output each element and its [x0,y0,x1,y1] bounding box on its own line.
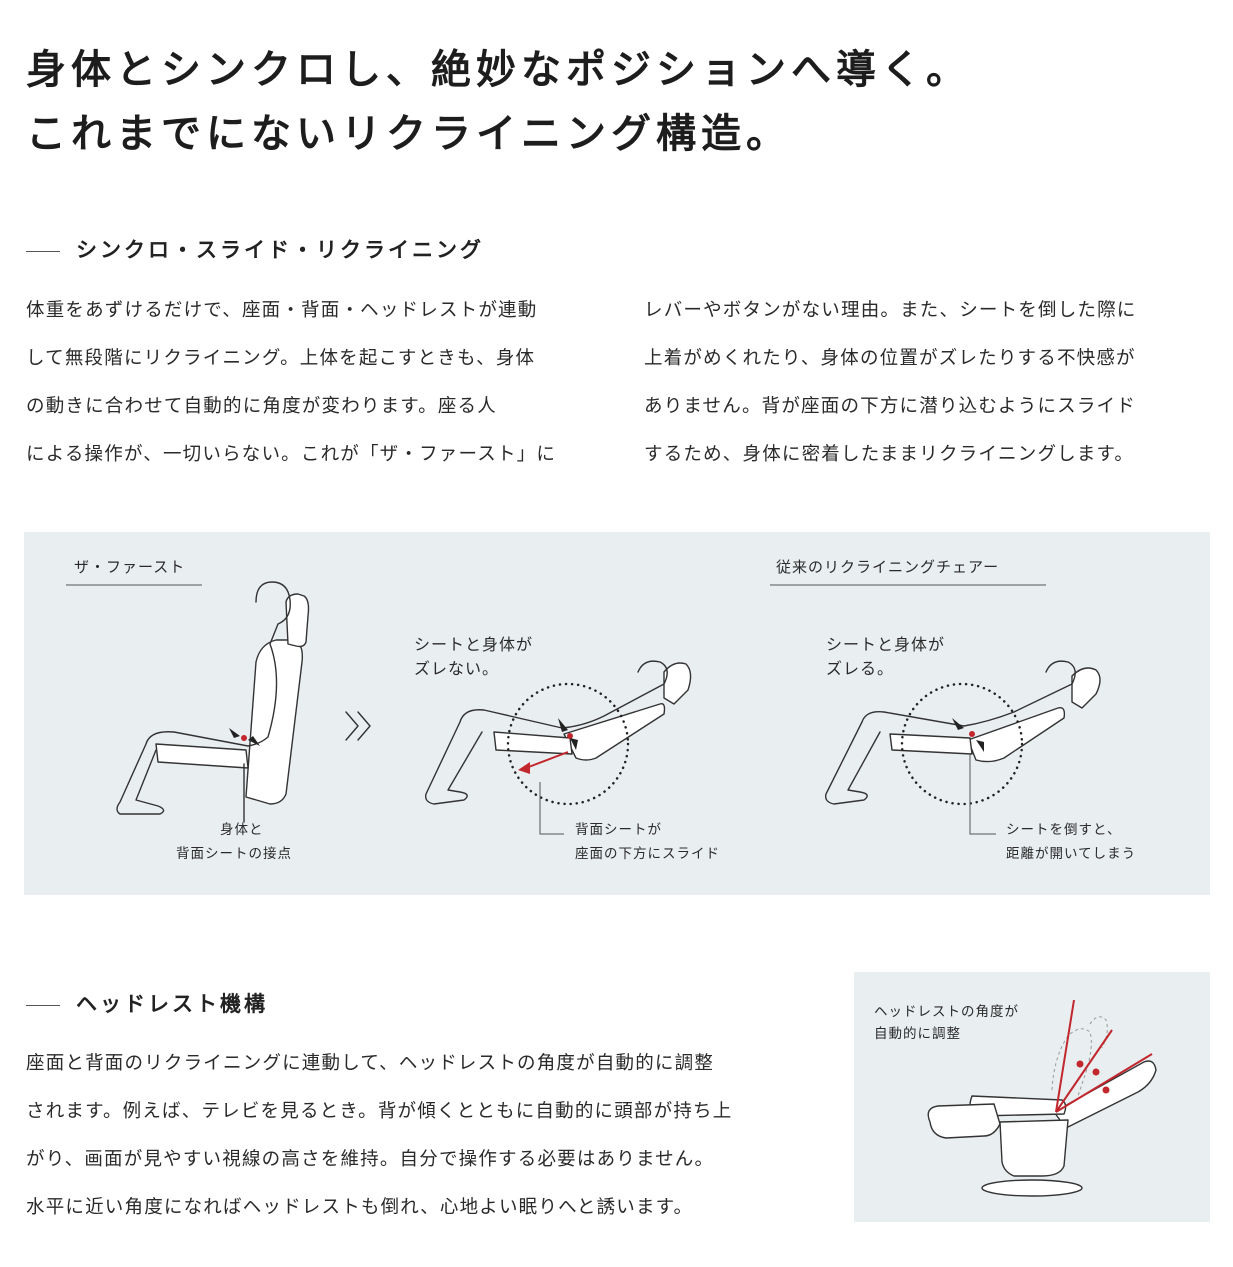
figure-upright-chair [116,581,310,823]
footrest [927,1103,1001,1139]
headline-line-2: これまでにないリクライニング構造。 [26,111,791,157]
person-reclined [824,660,1076,805]
recline-comparison-diagram: ザ・ファースト 従来のリクライニングチェアー 身体と 背面シートの接点 シートと… [24,532,1210,895]
diagram-svg: ザ・ファースト 従来のリクライニングチェアー 身体と 背面シートの接点 シートと… [66,558,1136,862]
gap-point-dot [969,731,975,737]
text-line: されます。例えば、テレビを見るとき。背が傾くとともに自動的に頭部が持ち上 [26,1101,733,1122]
caption3-line2: 距離が開いてしまう [1006,846,1136,862]
text-line: して無段階にリクライニング。上体を起こすときも、身体 [26,348,536,369]
caption2-line1: 背面シートが [575,822,662,838]
gap-arrow-icon [952,718,964,730]
headrest-illustration: ヘッドレストの角度が 自動的に調整 [854,972,1210,1222]
text-line: ありません。背が座面の下方に潜り込むようにスライド [644,396,1136,417]
pivot-dot [1092,1068,1100,1076]
caption3-line1: シートを倒すと、 [1006,822,1121,838]
headrest-shape [663,662,692,705]
text-line: がり、画面が見やすい視線の高さを維持。自分で操作する必要はありません。 [26,1149,715,1170]
figure-conventional-reclined [824,660,1101,835]
ghost-headrest-outline [1089,1016,1108,1049]
bubble3-line2: ズレる。 [826,659,894,678]
heading-dash [26,250,60,252]
progress-arrow-icon [345,711,371,741]
contact-arrow-icon [570,738,578,750]
figure-first-reclined [424,660,692,835]
chair-back [563,703,666,761]
zoom-circle [900,682,1024,806]
leader-line [539,782,564,835]
label-conventional: 従来のリクライニングチェアー [776,558,999,576]
text-line: 体重をあずけるだけで、座面・背面・ヘッドレストが連動 [26,300,538,321]
text-line: レバーやボタンがない理由。また、シートを倒した際に [644,300,1137,321]
person-upright [116,581,291,815]
headrest-shape [285,593,310,648]
swivel-base [981,1179,1083,1197]
headline-line-1: 身体とシンクロし、絶妙なポジションへ導く。 [26,47,971,93]
page-headline: 身体とシンクロし、絶妙なポジションへ導く。 これまでにないリクライニング構造。 [26,38,971,166]
pivot-dot [1076,1060,1084,1068]
headrest-shape [1071,667,1101,709]
headrest-text: 座面と背面のリクライニングに連動して、ヘッドレストの角度が自動的に調整 されます… [26,1040,732,1232]
contact-arrow-icon [229,728,240,738]
text-line: 水平に近い角度になればヘッドレストも倒れ、心地よい眠りへと誘います。 [26,1197,694,1218]
text-line: するため、身体に密着したままリクライニングします。 [644,444,1135,465]
headrest-caption-line2: 自動的に調整 [874,1026,961,1042]
headrest-caption-line1: ヘッドレストの角度が [874,1004,1019,1020]
person-reclined [424,660,668,805]
contact-point-dot [241,735,247,741]
text-line: 座面と背面のリクライニングに連動して、ヘッドレストの角度が自動的に調整 [26,1053,715,1074]
chair-back [245,639,304,805]
headrest-svg: ヘッドレストの角度が 自動的に調整 [874,999,1157,1197]
gap-arrow-icon [976,740,984,752]
chair-back [967,707,1066,763]
bubble3-line1: シートと身体が [826,635,945,654]
recliner-chair-drawing [927,999,1157,1197]
synchro-text-col2: レバーやボタンがない理由。また、シートを倒した際に 上着がめくれたり、身体の位置… [644,287,1137,479]
caption2-line2: 座面の下方にスライド [575,846,720,862]
chair-seat [889,733,973,755]
chair-seat [155,743,249,769]
text-line: による操作が、一切いらない。これが「ザ・ファースト」に [26,444,557,465]
ghost-back-outline [1051,1028,1092,1103]
synchro-heading-text: シンクロ・スライド・リクライニング [76,238,484,262]
bubble2-line2: ズレない。 [414,659,499,678]
heading-dash [26,1004,60,1006]
synchro-heading: シンクロ・スライド・リクライニング [26,234,484,264]
angle-line [1055,999,1075,1113]
headrest-heading-text: ヘッドレスト機構 [76,992,268,1016]
caption1-line1: 身体と [220,822,264,838]
text-line: の動きに合わせて自動的に角度が変わります。座る人 [26,396,497,417]
contact-point-dot [567,733,573,739]
pivot-dot [1102,1086,1110,1094]
bubble2-line1: シートと身体が [414,635,533,654]
angle-line [1055,1053,1153,1113]
zoom-circle [506,682,630,806]
contact-arrow-icon [248,736,260,746]
contact-arrow-icon [558,718,568,732]
chair-base [999,1119,1069,1177]
leader-line [969,754,996,835]
reclined-back [1053,1060,1157,1129]
slide-arrow-icon [518,762,530,774]
synchro-text-col1: 体重をあずけるだけで、座面・背面・ヘッドレストが連動 して無段階にリクライニング… [26,287,556,479]
caption1-line2: 背面シートの接点 [176,845,292,862]
headrest-heading: ヘッドレスト機構 [26,988,268,1018]
text-line: 上着がめくれたり、身体の位置がズレたりする不快感が [644,348,1136,369]
angle-line [1055,1029,1113,1113]
label-the-first: ザ・ファースト [74,558,185,576]
slide-arrow-line [525,751,569,769]
chair-seat [493,731,573,755]
